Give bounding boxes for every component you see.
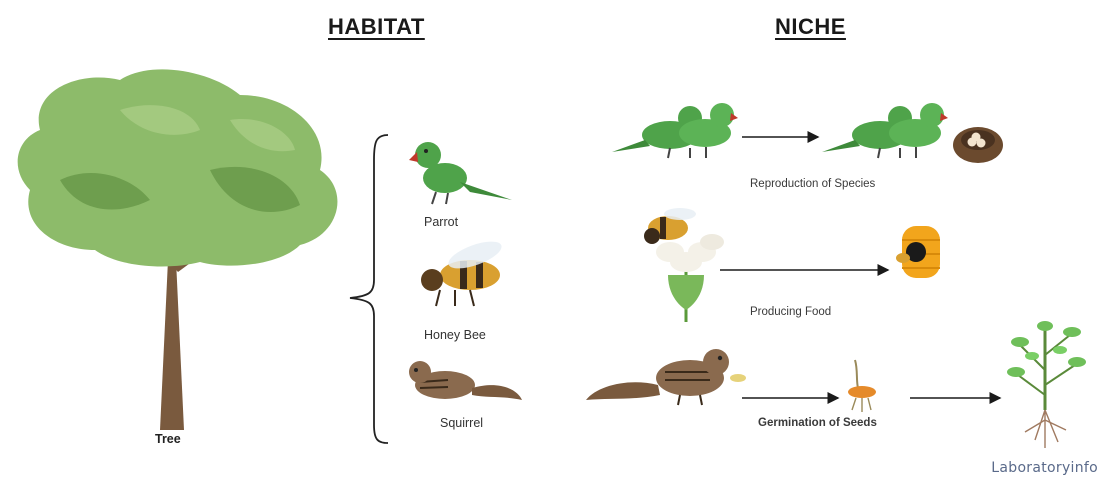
squirrel-label: Squirrel — [440, 416, 483, 430]
squirrel-icon — [409, 361, 522, 400]
reproduction-label: Reproduction of Species — [750, 178, 875, 190]
bird-nest-icon — [953, 127, 1003, 163]
parrot-label: Parrot — [424, 215, 458, 229]
honey-bee-label: Honey Bee — [424, 328, 486, 342]
parrot-pair-adult-icon — [822, 103, 948, 158]
squirrel-with-seed-icon — [586, 349, 746, 405]
young-plant-icon — [1007, 321, 1086, 448]
habitat-bracket — [350, 135, 388, 443]
bee-on-flower-icon — [644, 208, 724, 322]
parrot-icon — [409, 142, 512, 204]
sprouting-seed-icon — [848, 360, 876, 412]
honey-bee-icon — [421, 236, 505, 306]
parrot-pair-icon — [612, 103, 738, 158]
germination-label: Germination of Seeds — [758, 417, 877, 429]
laboratoryinfo-watermark: Laboratoryinfo — [991, 460, 1098, 476]
producing-food-label: Producing Food — [750, 306, 831, 318]
honeycomb-icon — [896, 226, 940, 278]
tree-icon — [18, 69, 338, 430]
tree-label: Tree — [155, 432, 181, 446]
